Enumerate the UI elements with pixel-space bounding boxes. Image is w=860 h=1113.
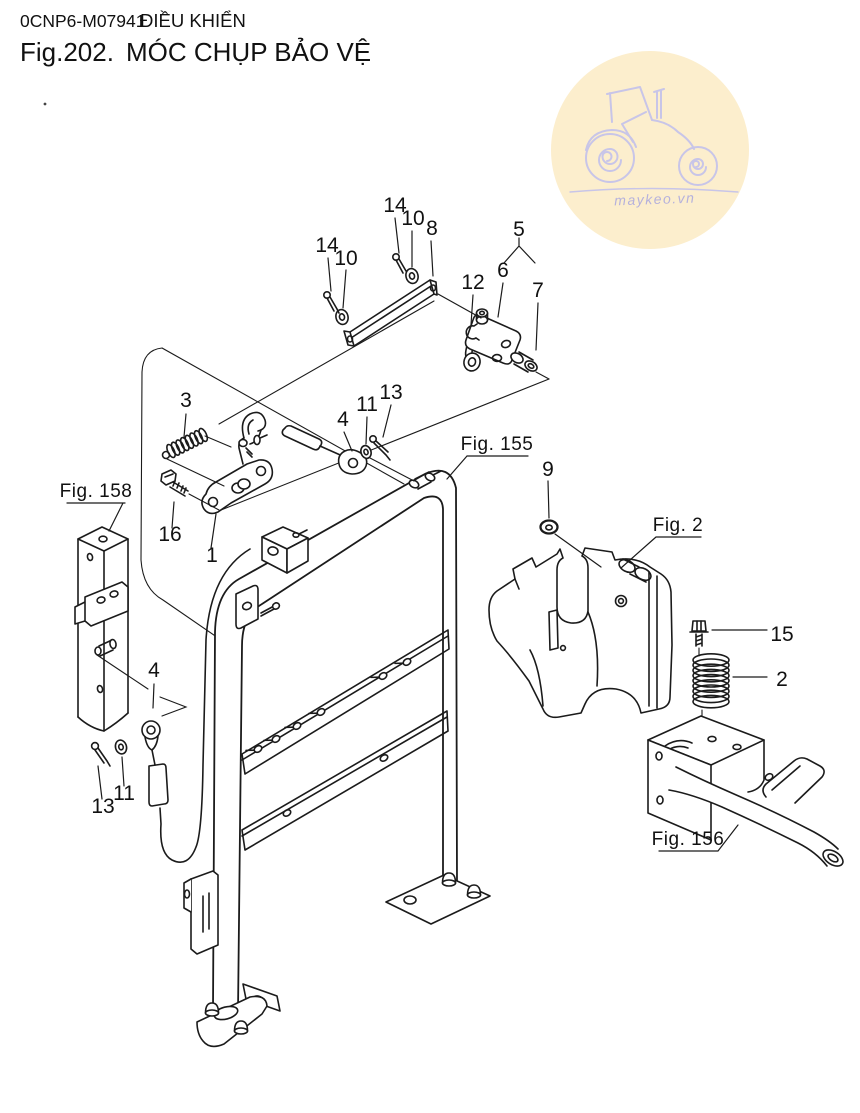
callout-4-upper: 4 [337, 408, 349, 431]
callout-7: 7 [532, 279, 544, 302]
washer-11-upper [360, 444, 372, 460]
upper-crossbar [241, 629, 450, 775]
callout-5: 5 [513, 218, 525, 241]
section-title: ĐIỀU KHIỂN [140, 10, 246, 31]
latch-mount-block [261, 526, 309, 574]
post-clamp [74, 581, 129, 627]
phantom-outline [140, 300, 550, 643]
callout-8: 8 [426, 217, 438, 240]
dome-nut [233, 1020, 249, 1035]
callout-6: 6 [497, 259, 509, 282]
callout-13-lower: 13 [91, 795, 114, 818]
right-foot [385, 872, 491, 925]
callout-14-right: 14 [383, 194, 407, 217]
callout-11-lower: 11 [113, 782, 135, 805]
watermark-circle [551, 51, 749, 249]
rollbar-frame [183, 469, 491, 1048]
fig-ref-155: Fig. 155 [461, 434, 534, 455]
page-title: MÓC CHỤP BẢO VỆ [126, 37, 371, 67]
callout-12: 12 [461, 271, 484, 294]
callout-10-left: 10 [334, 247, 357, 270]
callout-10-right: 10 [401, 207, 424, 230]
callout-11-upper: 11 [356, 393, 378, 416]
leader-lines [66, 217, 768, 852]
callout-3: 3 [180, 389, 192, 412]
fig-ref-2: Fig. 2 [653, 515, 704, 536]
cotter-pin-13-lower [90, 741, 111, 767]
fig-ref-156: Fig. 156 [652, 829, 725, 850]
release-cable [90, 548, 251, 863]
screw-16 [160, 469, 220, 511]
dome-nut [466, 884, 482, 899]
callout-15: 15 [770, 623, 793, 646]
link-bar [322, 253, 438, 347]
bracket-plate-6 [464, 313, 522, 365]
hinge-bracket [235, 584, 281, 630]
washer-10-left [335, 308, 349, 326]
pedal-bracket [647, 715, 844, 867]
pedal-tube [668, 766, 844, 867]
grommet-9 [539, 519, 559, 535]
left-foot [196, 983, 281, 1048]
spring-3 [161, 427, 232, 487]
watermark: maykeo.vn [551, 51, 749, 249]
lower-crossbar [241, 710, 449, 851]
cable-eyelet [141, 720, 161, 740]
snap-ring-12 [465, 323, 480, 341]
dome-nut [204, 1002, 220, 1017]
bolt-15 [689, 620, 709, 647]
callout-9: 9 [542, 458, 554, 481]
figure-number: Fig.202. [20, 37, 114, 67]
chevron-mark [159, 696, 188, 717]
callouts: 14 10 14 10 8 5 6 12 7 3 4 11 13 16 1 9 … [91, 194, 793, 818]
support-post [74, 526, 129, 732]
link-rod [281, 424, 415, 482]
washer-11-lower [114, 739, 128, 755]
crossbar-bolts [245, 657, 412, 754]
cotter-pin-13-upper [368, 434, 391, 461]
callout-16: 16 [158, 523, 181, 546]
latch-assembly [160, 411, 274, 515]
cotter-pin-14-left [322, 290, 340, 314]
stray-dot [43, 102, 47, 106]
callout-4-lower: 4 [148, 659, 160, 682]
washer-10-right [405, 267, 419, 285]
rollbar-tube [212, 469, 458, 1013]
figure-refs: Fig. 158 Fig. 155 Fig. 2 Fig. 156 [60, 434, 725, 850]
callout-2: 2 [776, 668, 788, 691]
fender-panel [488, 547, 673, 719]
pedal-lever [762, 757, 825, 804]
spring-2 [692, 652, 730, 709]
rod-clevis [337, 448, 368, 475]
spring-assembly [689, 620, 730, 734]
post-pin [94, 638, 117, 657]
callout-1: 1 [206, 544, 218, 567]
bushing-7 [510, 351, 538, 373]
latch-hook [238, 411, 268, 458]
callout-14-left: 14 [315, 234, 339, 257]
fig-ref-158: Fig. 158 [60, 481, 133, 502]
top-tube-stud [408, 470, 442, 490]
callout-13-upper: 13 [379, 381, 402, 404]
tractor-icon [569, 86, 739, 193]
leg-mid-bracket [183, 870, 219, 955]
cable-sleeve [148, 763, 169, 807]
page-header: 0CNP6-M07941 ĐIỀU KHIỂN Fig.202. MÓC CHỤ… [20, 10, 371, 106]
document-code: 0CNP6-M07941 [20, 11, 145, 31]
cotter-pin-14-right [391, 253, 407, 274]
watermark-text: maykeo.vn [614, 190, 696, 209]
dome-nut [441, 872, 457, 887]
pivot-bracket [463, 308, 550, 380]
